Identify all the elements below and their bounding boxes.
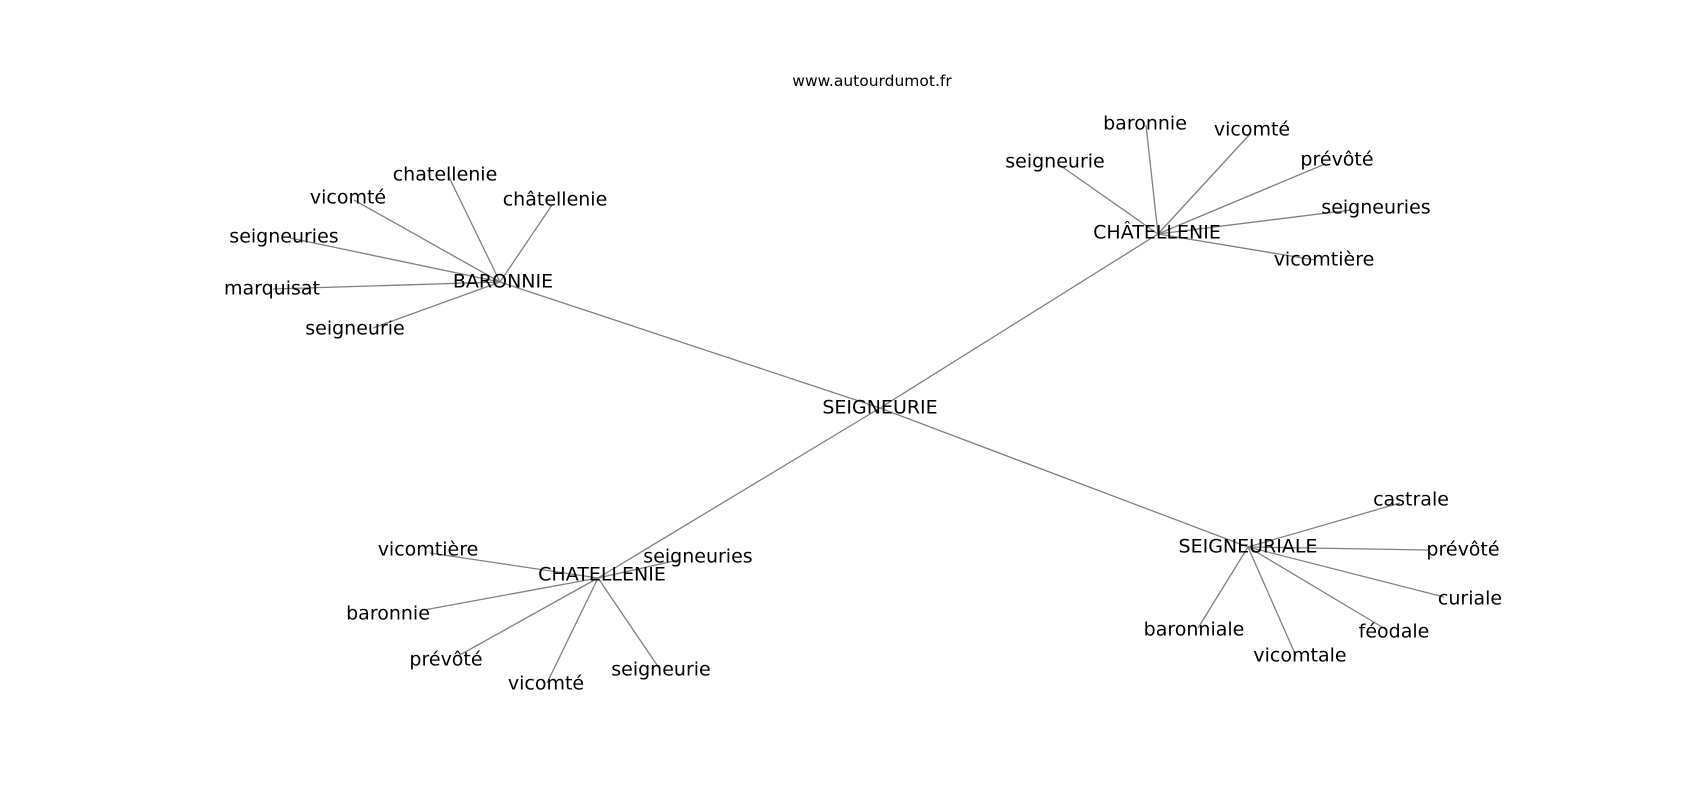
edge-seigneuriale-leaf-5: [1247, 546, 1297, 657]
edge-baronnie-leaf-0: [447, 174, 501, 283]
leaf-node-seigneuriale-2[interactable]: curiale: [1438, 588, 1502, 610]
leaf-node-baronnie-4[interactable]: marquisat: [224, 278, 320, 300]
edge-seigneuriale-leaf-2: [1247, 546, 1445, 598]
edge-chatellenie-accent-leaf-3: [1157, 163, 1326, 235]
leaf-node-baronnie-2[interactable]: vicomté: [310, 187, 386, 209]
leaf-node-baronnie-1[interactable]: châtellenie: [503, 189, 608, 211]
leaf-node-chatellenie-5[interactable]: seigneurie: [611, 659, 710, 681]
edge-seigneuriale-leaf-3: [1247, 546, 1388, 631]
edge-chatellenie-accent-leaf-2: [1060, 165, 1159, 235]
leaf-node-seigneuriale-0[interactable]: castrale: [1373, 489, 1449, 511]
leaf-node-chatellenie-accent-5[interactable]: vicomtière: [1274, 249, 1375, 271]
hub-node-seigneuriale[interactable]: SEIGNEURIALE: [1179, 536, 1318, 558]
edge-chatellenie-accent-leaf-4: [1157, 209, 1352, 235]
leaf-node-chatellenie-accent-4[interactable]: seigneuries: [1321, 197, 1430, 219]
leaf-node-chatellenie-accent-1[interactable]: vicomté: [1214, 119, 1290, 141]
leaf-node-chatellenie-2[interactable]: baronnie: [346, 603, 430, 625]
edge-baronnie-leaf-3: [289, 237, 501, 283]
leaf-node-baronnie-0[interactable]: chatellenie: [393, 164, 498, 186]
edge-chatellenie-leaf-5: [597, 577, 660, 669]
leaf-node-chatellenie-accent-2[interactable]: seigneurie: [1005, 151, 1104, 173]
leaf-node-seigneuriale-1[interactable]: prévôté: [1426, 539, 1499, 561]
edge-chatellenie-leaf-3: [457, 577, 599, 657]
root-node-label[interactable]: SEIGNEURIE: [822, 397, 937, 419]
hub-node-baronnie[interactable]: BARONNIE: [453, 271, 553, 293]
leaf-node-chatellenie-1[interactable]: seigneuries: [643, 546, 752, 568]
leaf-node-chatellenie-4[interactable]: vicomté: [508, 673, 584, 695]
leaf-node-baronnie-3[interactable]: seigneuries: [229, 226, 338, 248]
leaf-node-seigneuriale-3[interactable]: féodale: [1359, 621, 1430, 643]
edge-root-chatellenie: [597, 407, 881, 579]
leaf-node-chatellenie-0[interactable]: vicomtière: [378, 539, 479, 561]
edge-chatellenie-leaf-2: [423, 577, 599, 611]
edge-baronnie-leaf-2: [353, 199, 501, 283]
edge-chatellenie-accent-leaf-1: [1157, 133, 1251, 235]
graph-labels: SEIGNEURIE BARONNIE chatelleniechâtellenie…: [224, 113, 1502, 695]
edge-chatellenie-accent-leaf-5: [1157, 233, 1316, 261]
edge-seigneuriale-leaf-4: [1197, 546, 1249, 629]
edge-chatellenie-accent-leaf-0: [1145, 124, 1159, 235]
edge-seigneuriale-leaf-1: [1247, 546, 1429, 551]
leaf-node-seigneuriale-4[interactable]: baronniale: [1144, 619, 1245, 641]
edge-root-seigneuriale: [879, 407, 1249, 548]
edge-baronnie-leaf-5: [372, 281, 501, 329]
edge-chatellenie-leaf-0: [429, 552, 599, 579]
edge-chatellenie-leaf-1: [597, 559, 679, 579]
edge-baronnie-leaf-4: [272, 281, 501, 290]
edge-baronnie-leaf-1: [499, 204, 553, 283]
leaf-node-chatellenie-3[interactable]: prévôté: [409, 649, 482, 671]
leaf-node-seigneuriale-5[interactable]: vicomtale: [1253, 645, 1346, 667]
edge-seigneuriale-leaf-0: [1247, 502, 1401, 548]
hub-node-chatellenie-accent[interactable]: CHÂTELLENIE: [1093, 221, 1221, 244]
edge-chatellenie-leaf-4: [546, 577, 599, 684]
edge-root-chatellenie-accent: [879, 233, 1159, 409]
hub-node-chatellenie[interactable]: CHATELLENIE: [538, 564, 666, 586]
site-url-label: www.autourdumot.fr: [792, 72, 952, 90]
leaf-node-chatellenie-accent-3[interactable]: prévôté: [1300, 149, 1373, 171]
leaf-node-baronnie-5[interactable]: seigneurie: [305, 318, 404, 340]
leaf-node-chatellenie-accent-0[interactable]: baronnie: [1103, 113, 1187, 135]
edge-root-baronnie: [499, 281, 881, 409]
graph-edges: [272, 124, 1445, 684]
